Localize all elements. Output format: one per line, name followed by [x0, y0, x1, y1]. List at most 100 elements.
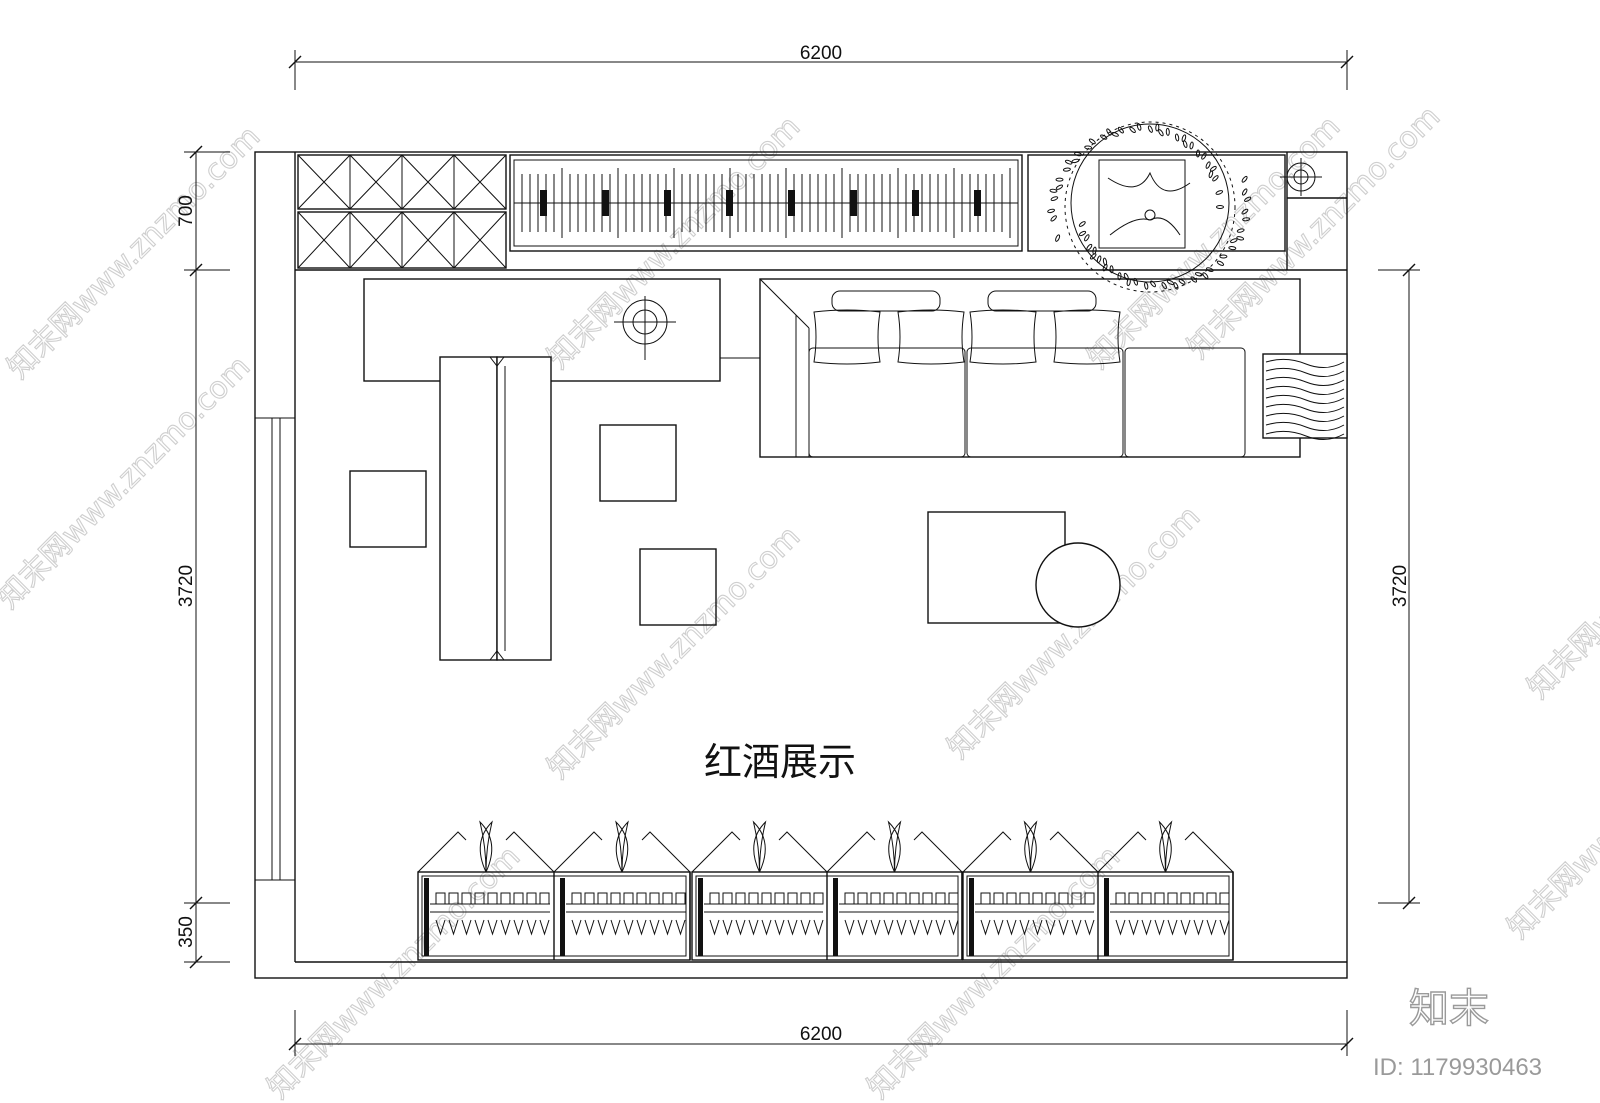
grain-line — [1265, 412, 1345, 422]
walls — [254, 151, 1348, 979]
leaf — [1158, 129, 1164, 137]
grain-line — [1265, 394, 1345, 404]
bottle — [1167, 892, 1178, 905]
leaf — [1244, 196, 1252, 202]
leaf — [1144, 281, 1149, 290]
dimension-lines — [184, 50, 1420, 1056]
bottle — [662, 892, 673, 905]
x-rack-cell — [453, 211, 507, 269]
bottle-dark — [850, 190, 857, 216]
watermark-text: 知末网www.znzmo.com — [941, 499, 1207, 765]
cushion — [813, 309, 881, 365]
leaf — [1078, 221, 1086, 227]
leaf — [1236, 236, 1245, 241]
bottle — [844, 892, 855, 905]
bottle — [1032, 892, 1043, 905]
bottle — [935, 892, 946, 905]
watermark-text: 知末网www.znzmo.com — [1, 119, 267, 385]
leaf — [1208, 170, 1214, 179]
x-rack-cell — [349, 211, 403, 269]
wine-x-rack — [297, 154, 507, 269]
leaf — [1111, 132, 1119, 137]
bottle — [870, 892, 881, 905]
bottle — [474, 892, 485, 905]
bottle — [774, 892, 785, 905]
long-bench — [439, 356, 552, 661]
bottle-dark — [974, 190, 981, 216]
bottle — [909, 892, 920, 905]
cabinet-door — [417, 831, 467, 873]
leaf — [1165, 127, 1170, 136]
bottle — [623, 892, 634, 905]
bottle — [1141, 892, 1152, 905]
bottle — [800, 892, 811, 905]
leaf — [1078, 230, 1087, 237]
leaf — [1147, 125, 1153, 133]
x-rack-cell — [349, 154, 403, 210]
bottle — [513, 892, 524, 905]
leaf — [1074, 151, 1082, 157]
leaf — [1055, 177, 1064, 182]
leaf — [1241, 208, 1249, 215]
bottle — [435, 892, 446, 905]
bottle — [1154, 892, 1165, 905]
leaf — [1242, 217, 1251, 222]
leaf — [1228, 246, 1237, 251]
leaf — [1050, 215, 1057, 222]
bottle — [539, 892, 550, 905]
wine-display-cabinets — [417, 820, 1234, 961]
bottle — [448, 892, 459, 905]
cabinet-door — [641, 831, 691, 873]
bottle — [722, 892, 733, 905]
leaf — [1055, 184, 1064, 190]
bottle — [896, 892, 907, 905]
cabinet-door — [553, 831, 603, 873]
leaf — [1202, 272, 1209, 279]
bottle — [1206, 892, 1217, 905]
leaf — [1084, 145, 1093, 150]
bottle — [1128, 892, 1139, 905]
leaf — [1064, 159, 1073, 165]
leaf — [1086, 243, 1093, 251]
cushion — [1053, 309, 1121, 365]
bottle — [948, 892, 959, 905]
brand-watermark: 知末 — [1409, 986, 1489, 1032]
watermark-text: 知末网www.znzmo.com — [861, 839, 1127, 1103]
bottle — [813, 892, 824, 905]
bottle-dark — [540, 190, 547, 216]
watermark-text: 知末网www.znzmo.com — [261, 839, 527, 1103]
leaf — [1166, 279, 1175, 286]
leaf — [1241, 188, 1248, 196]
bottle — [857, 892, 868, 905]
leaf — [1201, 152, 1207, 160]
bottle — [1219, 892, 1230, 905]
leaf — [1173, 282, 1179, 290]
leaf — [1062, 167, 1071, 172]
leaf — [1129, 126, 1136, 134]
grain-line — [1265, 367, 1345, 377]
leaf — [1219, 254, 1228, 259]
leaf — [1212, 175, 1219, 182]
x-rack-cell — [401, 154, 455, 210]
bottle — [1019, 892, 1030, 905]
bottle — [980, 892, 991, 905]
leaf — [1149, 280, 1157, 288]
dimension-bottom: 6200 — [800, 1024, 842, 1045]
x-rack-cell — [297, 211, 351, 269]
coffee-table — [927, 511, 1121, 628]
bottle — [735, 892, 746, 905]
bottle — [1071, 892, 1082, 905]
bottle-dark — [664, 190, 671, 216]
leaf — [1088, 138, 1096, 145]
leaf — [1136, 123, 1142, 131]
leaf — [1117, 126, 1124, 134]
bottle — [1180, 892, 1191, 905]
leaf — [1096, 255, 1102, 264]
x-rack-cell — [401, 211, 455, 269]
leaf — [1216, 260, 1225, 266]
bottle — [761, 892, 772, 905]
bottle-dark — [788, 190, 795, 216]
leaf — [1182, 140, 1188, 148]
leaf — [1236, 228, 1245, 233]
bottle — [649, 892, 660, 905]
